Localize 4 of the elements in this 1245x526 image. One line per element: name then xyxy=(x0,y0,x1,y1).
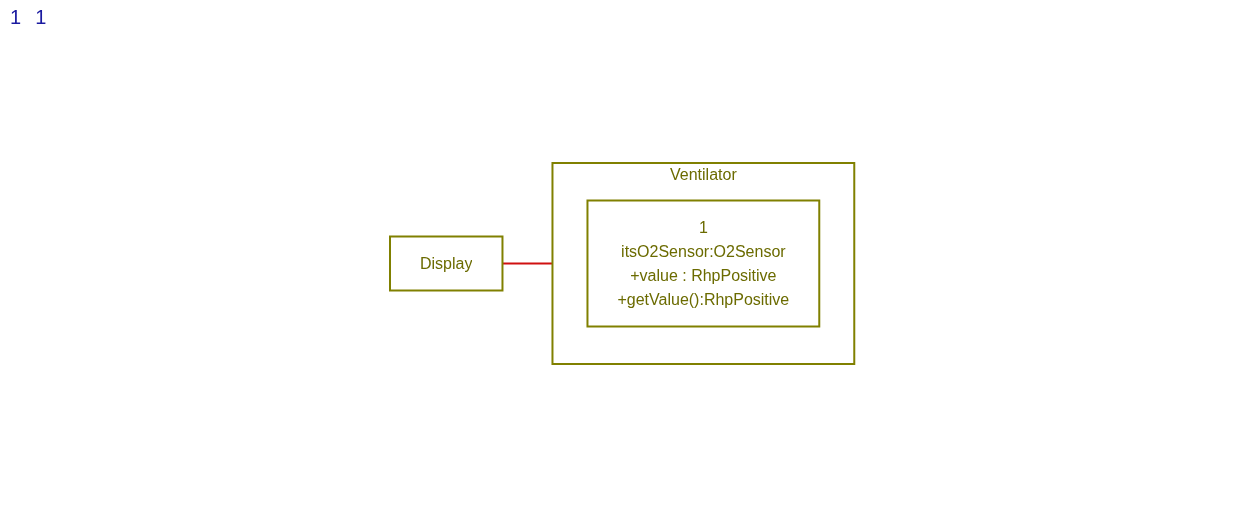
multiplicity-label: 1 xyxy=(35,6,47,29)
node-box: Display xyxy=(389,235,504,291)
multiplicity-label: 1 xyxy=(10,6,22,29)
node-box: 1 itsO2Sensor:O2Sensor +value : RhpPositive +getValue():RhpPositive xyxy=(586,199,821,327)
